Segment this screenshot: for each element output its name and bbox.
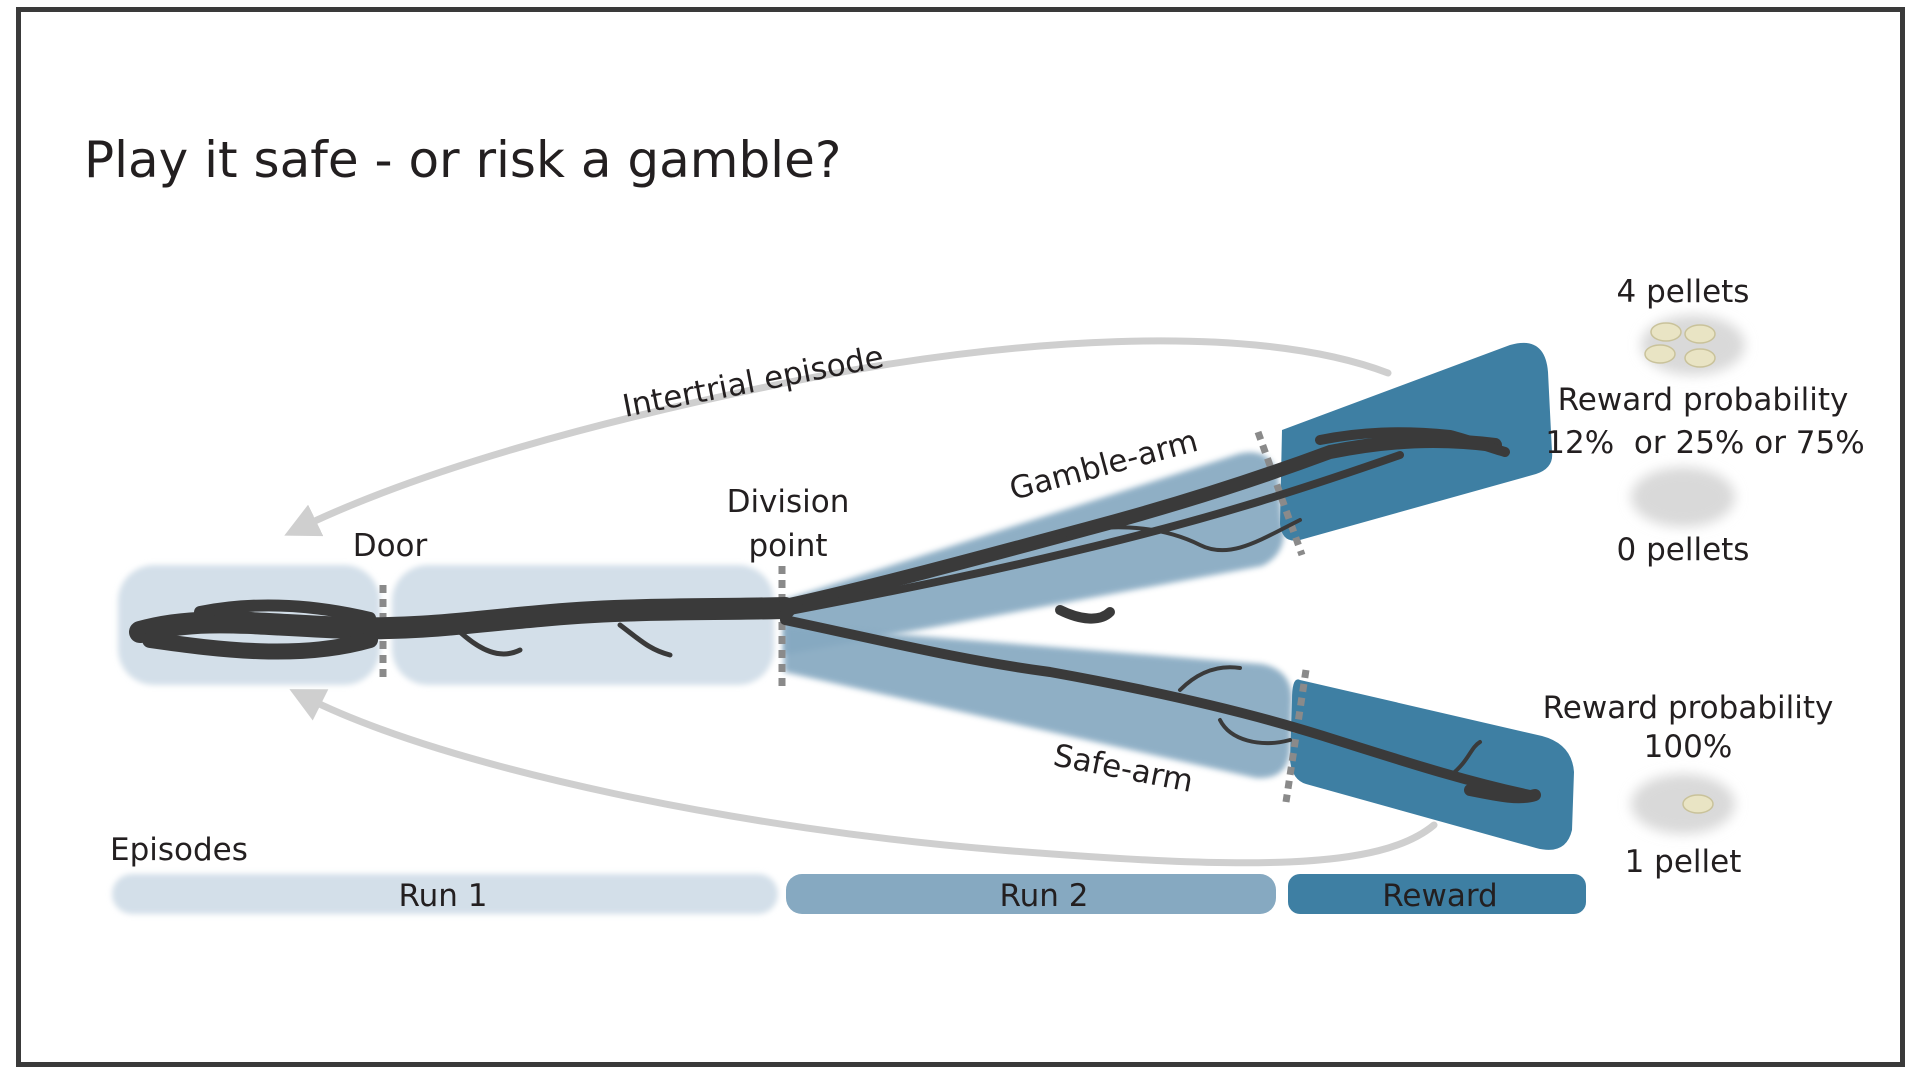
safe-pellet: [1682, 794, 1714, 814]
safe-probability-value: 100%: [1644, 729, 1733, 765]
door-label: Door: [353, 528, 428, 564]
episode-bar-reward-label: Reward: [1382, 878, 1497, 914]
pellet: [1684, 324, 1716, 344]
gamble-win-pellets-label: 4 pellets: [1617, 274, 1750, 310]
pellet: [1644, 344, 1676, 364]
gamble-probability-values: 12% or 25% or 75%: [1545, 425, 1864, 461]
gamble-win-pellets: [1644, 322, 1716, 368]
gamble-lose-pellet-tray: [1631, 467, 1735, 527]
pellet: [1684, 348, 1716, 368]
episode-bar-run1-label: Run 1: [398, 878, 487, 914]
safe-probability-label: Reward probability: [1543, 690, 1834, 726]
episode-bars: Run 1 Run 2 Reward: [112, 874, 1586, 914]
episode-bar-run2-label: Run 2: [999, 878, 1088, 914]
diagram-title: Play it safe - or risk a gamble?: [84, 131, 842, 189]
frame-border: [16, 7, 1905, 1067]
division-point-label-line1: Division: [727, 484, 850, 520]
animal-trajectories: [129, 427, 1541, 804]
safe-arm-zone: [784, 625, 1292, 779]
run1-corridor: [392, 565, 774, 685]
episode-bar-reward: [1288, 874, 1586, 914]
episode-bar-run1: [112, 874, 778, 914]
gamble-probability-label: Reward probability: [1558, 382, 1849, 418]
safe-pellets-label: 1 pellet: [1625, 844, 1742, 880]
episode-bar-run2: [786, 874, 1276, 914]
intertrial-label: Intertrial episode: [620, 339, 887, 425]
intertrial-arrow-lower: [289, 689, 1438, 867]
division-point-label-line2: point: [748, 528, 827, 564]
pellet: [1650, 322, 1682, 342]
gamble-reward-divider: [1254, 430, 1306, 557]
gamble-lose-pellets-label: 0 pellets: [1617, 532, 1750, 568]
episodes-label: Episodes: [110, 832, 248, 868]
intertrial-arrow-upper: [284, 337, 1392, 537]
